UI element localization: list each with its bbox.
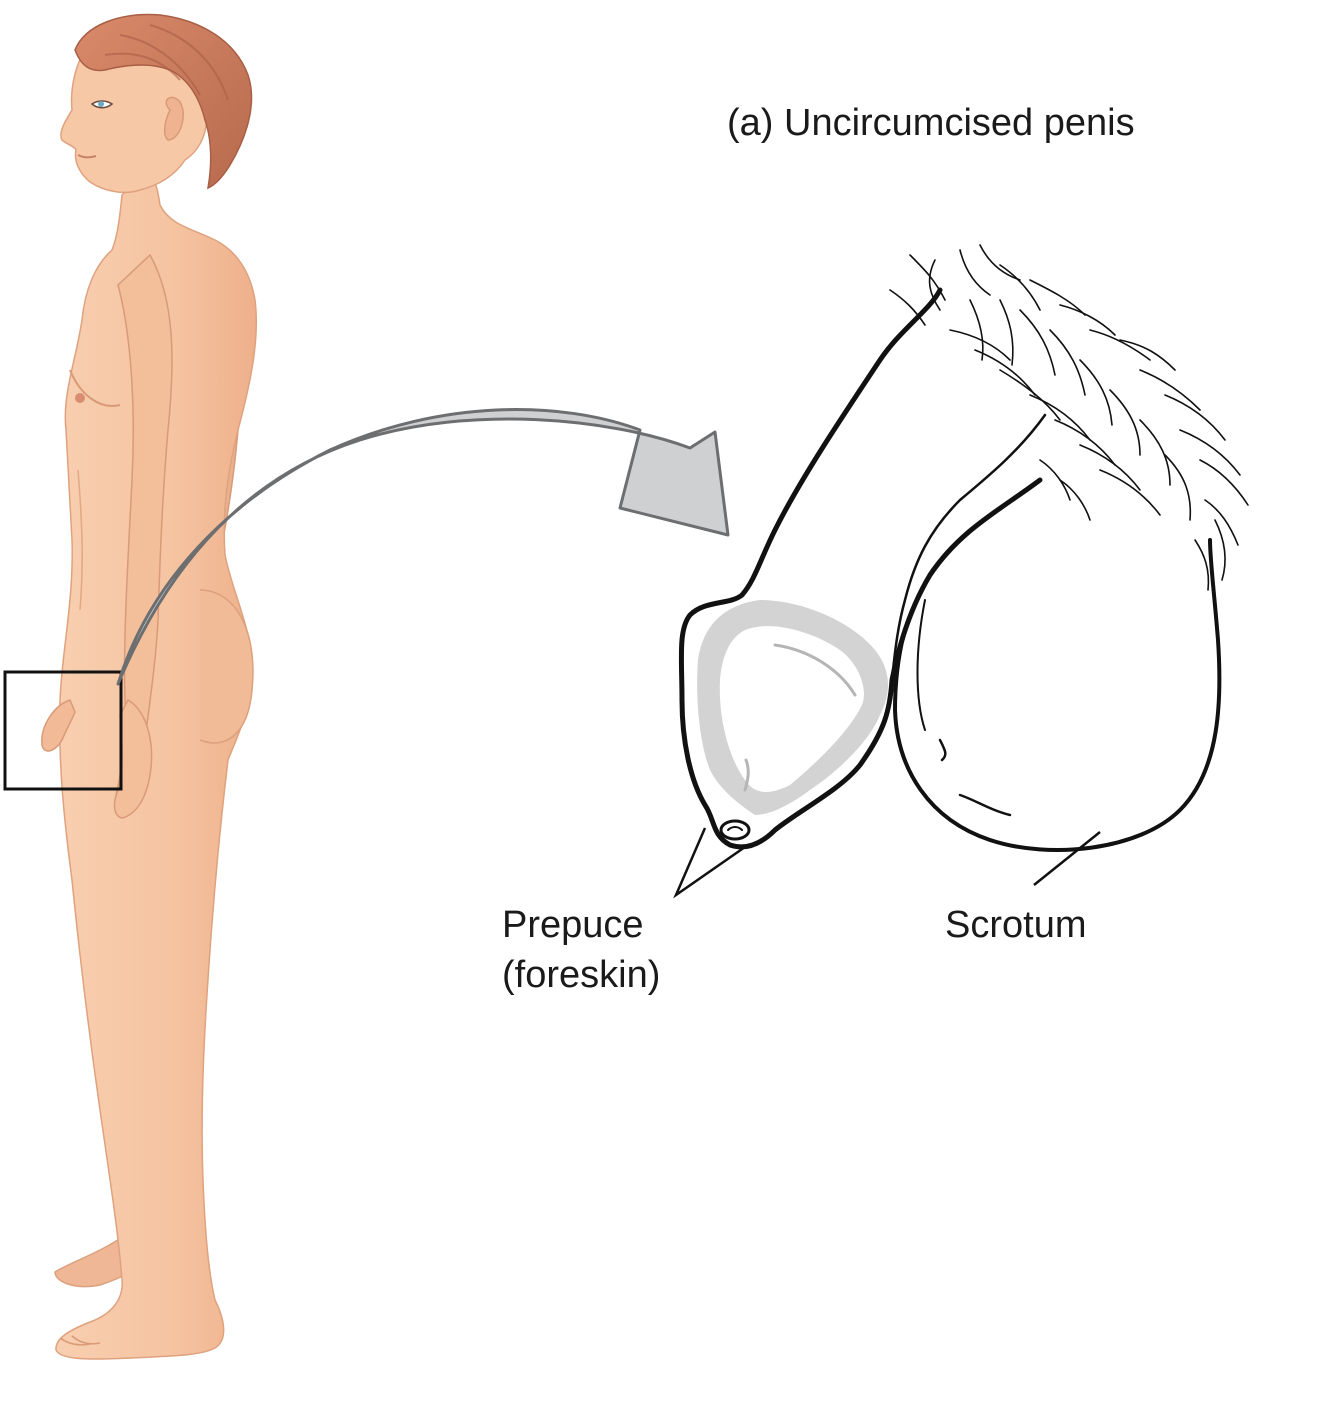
- male-figure: [41, 13, 258, 1360]
- shaft-side-line: [890, 413, 1047, 682]
- chest: [69, 369, 121, 407]
- mouth: [77, 154, 97, 159]
- label-prepuce: Prepuce: [502, 904, 644, 946]
- iris: [98, 101, 104, 107]
- prepuce-leader: [673, 827, 746, 899]
- label-foreskin: (foreskin): [502, 954, 661, 996]
- scrotum-inner: [916, 599, 926, 731]
- figure-title: (a) Uncircumcised penis: [727, 102, 1135, 144]
- front-toes: [59, 1335, 101, 1346]
- glans-curve-2: [743, 758, 750, 792]
- zoom-box: [3, 670, 123, 791]
- hair-strands: [104, 24, 229, 101]
- ear: [163, 96, 184, 141]
- penis-illustration: [678, 244, 1249, 852]
- figure-genital: [41, 699, 76, 752]
- scrotum-leader: [1033, 831, 1101, 886]
- buttock: [199, 589, 254, 744]
- label-scrotum: Scrotum: [945, 904, 1087, 946]
- pubic-hair: [889, 244, 1249, 591]
- prepuce-opening: [719, 819, 751, 841]
- nipple: [75, 393, 85, 403]
- leader-lines: [673, 827, 1101, 899]
- hair: [74, 13, 253, 190]
- scrotum-shade: [938, 738, 1012, 817]
- abdomen-line: [77, 469, 83, 611]
- zoom-arrow: [116, 408, 730, 686]
- body: [55, 168, 258, 1360]
- glans-curve: [773, 643, 857, 697]
